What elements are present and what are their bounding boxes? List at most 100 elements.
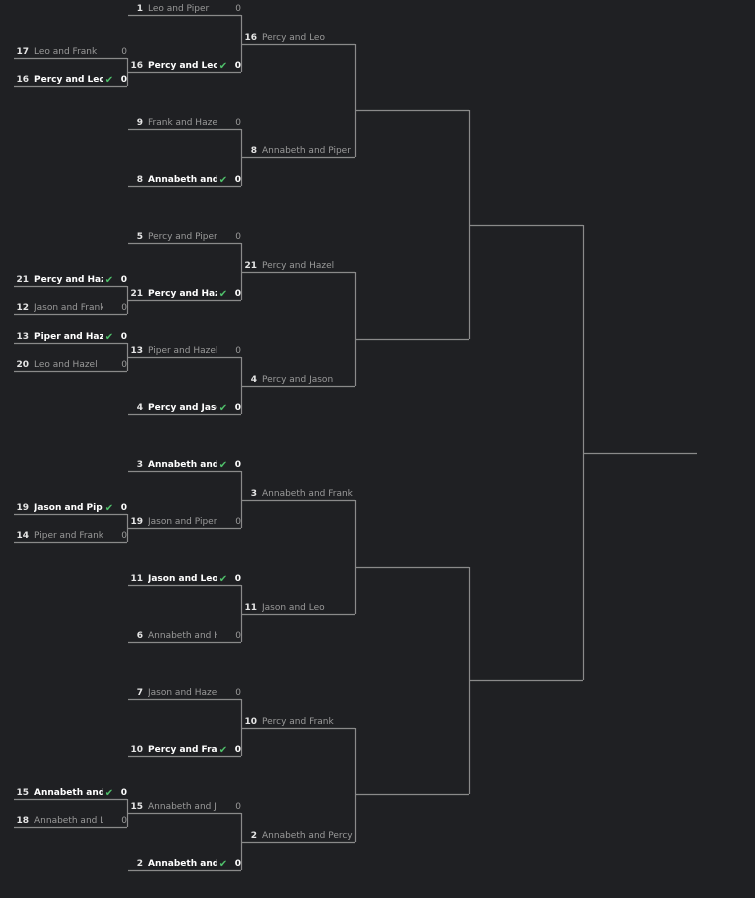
team-score: 0 xyxy=(235,688,241,698)
team-seed: 21 xyxy=(130,289,143,299)
team-score: 0 xyxy=(235,118,241,128)
team-score: 0 xyxy=(235,631,241,641)
team-name: Percy and Frank xyxy=(262,717,334,727)
team-seed: 19 xyxy=(16,503,29,513)
team-seed: 16 xyxy=(130,61,143,71)
round2-team-slot[interactable]: 13 Piper and Hazel 0 xyxy=(128,341,241,361)
checkmark-icon: ✔ xyxy=(104,274,114,286)
team-seed: 10 xyxy=(130,745,143,755)
team-seed: 8 xyxy=(250,146,257,156)
checkmark-icon: ✔ xyxy=(218,288,228,300)
team-name: Jason and Piper xyxy=(34,503,103,513)
team-name: Jason and Hazel xyxy=(148,688,217,698)
team-name: Jason and Leo xyxy=(262,603,325,613)
team-score: 0 xyxy=(234,460,241,470)
checkmark-icon: ✔ xyxy=(104,331,114,343)
checkmark-icon: ✔ xyxy=(218,60,228,72)
team-name: Jason and Piper xyxy=(148,517,217,527)
team-name: Piper and Hazel xyxy=(148,346,217,356)
checkmark-icon: ✔ xyxy=(104,502,114,514)
team-score: 0 xyxy=(120,75,127,85)
team-score: 0 xyxy=(235,346,241,356)
team-name: Percy and Leo xyxy=(34,75,103,85)
team-seed: 2 xyxy=(136,859,143,869)
team-score: 0 xyxy=(121,47,127,57)
team-seed: 15 xyxy=(130,802,143,812)
team-seed: 7 xyxy=(136,688,143,698)
team-score: 0 xyxy=(121,816,127,826)
team-name: Annabeth and Hazel xyxy=(148,631,217,641)
team-seed: 16 xyxy=(16,75,29,85)
round1-team-slot[interactable]: 13 Piper and Hazel✔ 0 xyxy=(14,327,127,347)
round2-team-slot[interactable]: 6 Annabeth and Hazel 0 xyxy=(128,626,241,646)
round1-team-slot[interactable]: 18 Annabeth and Leo 0 xyxy=(14,811,127,831)
team-seed: 20 xyxy=(16,360,29,370)
team-seed: 13 xyxy=(130,346,143,356)
team-score: 0 xyxy=(120,332,127,342)
team-seed: 15 xyxy=(16,788,29,798)
team-name: Percy and Jason xyxy=(148,403,217,413)
team-score: 0 xyxy=(235,517,241,527)
team-seed: 11 xyxy=(130,574,143,584)
team-seed: 6 xyxy=(136,631,143,641)
team-seed: 17 xyxy=(16,47,29,57)
team-seed: 12 xyxy=(16,303,29,313)
team-score: 0 xyxy=(234,175,241,185)
team-score: 0 xyxy=(120,788,127,798)
round1-team-slot[interactable]: 17 Leo and Frank 0 xyxy=(14,42,127,62)
team-score: 0 xyxy=(235,4,241,14)
round2-team-slot[interactable]: 7 Jason and Hazel 0 xyxy=(128,683,241,703)
team-seed: 14 xyxy=(16,531,29,541)
round1-team-slot[interactable]: 19 Jason and Piper✔ 0 xyxy=(14,498,127,518)
team-name: Annabeth and Jason xyxy=(148,802,217,812)
team-name: Piper and Frank xyxy=(34,531,103,541)
team-name: Piper and Hazel xyxy=(34,332,103,342)
team-name: Leo and Hazel xyxy=(34,360,98,370)
round3-team-slot[interactable]: 11 Jason and Leo xyxy=(242,598,355,618)
team-seed: 18 xyxy=(16,816,29,826)
team-score: 0 xyxy=(234,859,241,869)
team-seed: 13 xyxy=(16,332,29,342)
team-seed: 11 xyxy=(244,603,257,613)
team-name: Jason and Leo xyxy=(148,574,217,584)
team-name: Annabeth and Frank xyxy=(148,460,217,470)
team-score: 0 xyxy=(235,232,241,242)
team-name: Jason and Frank xyxy=(34,303,103,313)
checkmark-icon: ✔ xyxy=(218,573,228,585)
team-score: 0 xyxy=(120,275,127,285)
team-score: 0 xyxy=(120,503,127,513)
team-name: Annabeth and Leo xyxy=(34,816,103,826)
checkmark-icon: ✔ xyxy=(218,858,228,870)
team-name: Percy and Hazel xyxy=(34,275,103,285)
team-name: Leo and Frank xyxy=(34,47,98,57)
team-score: 0 xyxy=(234,745,241,755)
team-seed: 2 xyxy=(250,831,257,841)
